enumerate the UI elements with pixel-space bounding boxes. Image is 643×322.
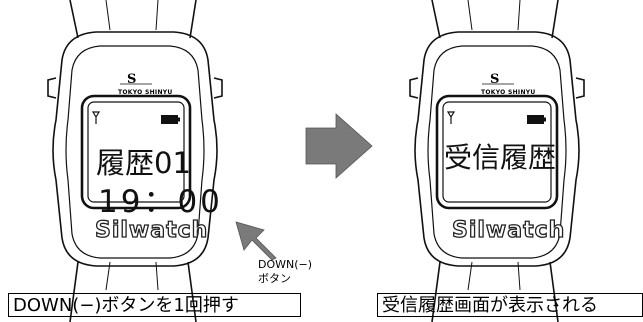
- caption-left: DOWN(−)ボタンを1回押す: [8, 293, 301, 317]
- battery-icon: [527, 115, 544, 124]
- right-watch: [409, 0, 585, 322]
- antenna-icon: [446, 111, 456, 124]
- press-arrow-icon: [235, 221, 277, 261]
- left-watch: [47, 0, 223, 322]
- face-label-right: Silwatch: [451, 217, 566, 243]
- down-button-callout: DOWN(−) ボタン: [258, 258, 313, 285]
- lcd-screen-title: 受信履歴: [444, 141, 557, 174]
- face-label-left: Silwatch: [94, 217, 209, 243]
- battery-icon: [161, 115, 178, 124]
- arrow-right-icon: [305, 113, 373, 179]
- brand-name-right: TOKYO SHINYU: [481, 89, 536, 96]
- brand-logo: S: [490, 72, 500, 87]
- lcd-time-display: 19：00: [98, 184, 223, 220]
- brand-logo: S: [127, 72, 137, 87]
- brand-name-left: TOKYO SHINYU: [118, 89, 173, 96]
- antenna-icon: [91, 111, 101, 124]
- lcd-history-label: 履歴01: [96, 146, 191, 180]
- caption-right: 受信履歴画面が表示される: [377, 293, 643, 317]
